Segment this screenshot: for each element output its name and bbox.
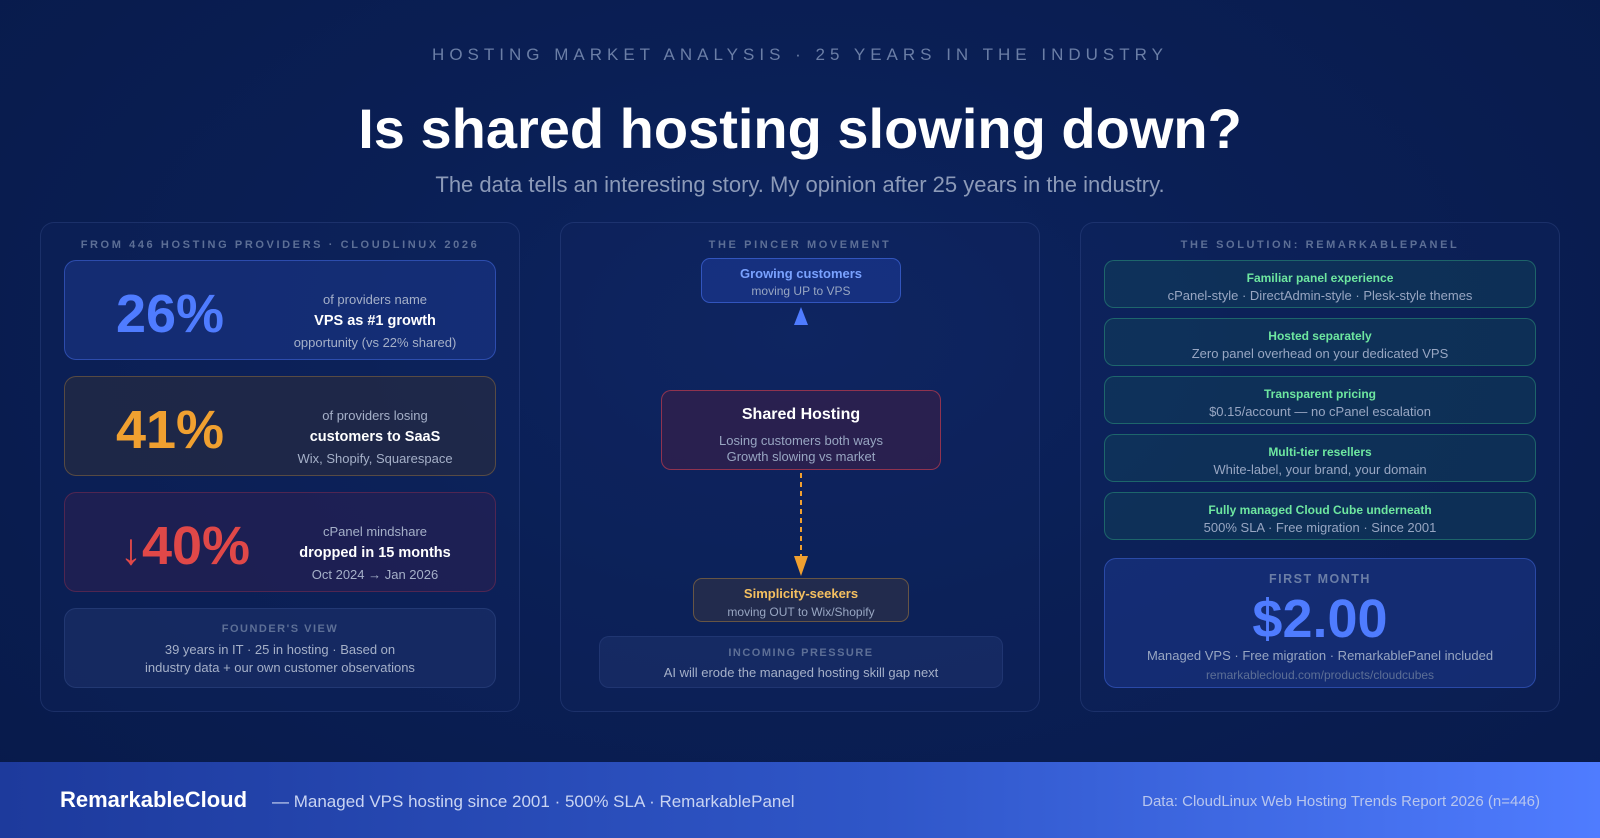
price-box: FIRST MONTH $2.00 Managed VPS · Free mig…	[1104, 558, 1536, 688]
incoming-pressure: INCOMING PRESSURE AI will erode the mana…	[599, 636, 1003, 688]
footer: RemarkableCloud — Managed VPS hosting si…	[0, 762, 1600, 838]
founder-text: 39 years in IT · 25 in hosting · Based o…	[145, 642, 415, 675]
solution-panel: THE SOLUTION: REMARKABLEPANEL Familiar p…	[1080, 222, 1560, 712]
product-link[interactable]: remarkablecloud.com/products/cloudcubes	[1205, 668, 1435, 682]
panel-label: THE PINCER MOVEMENT	[708, 239, 892, 251]
stats-panel: FROM 446 HOSTING PROVIDERS · CLOUDLINUX …	[40, 222, 520, 712]
page-subtitle: The data tells an interesting story. My …	[435, 172, 1165, 197]
stat-value: 26%	[115, 284, 225, 344]
feature-item: Transparent pricing$0.15/account — no cP…	[1104, 376, 1536, 424]
panel-label: FROM 446 HOSTING PROVIDERS · CLOUDLINUX …	[80, 239, 480, 251]
price-value: $2.00	[1252, 589, 1388, 649]
founder-label: FOUNDER'S VIEW	[221, 623, 339, 635]
stat-value: 41%	[115, 400, 225, 460]
price-label: FIRST MONTH	[1269, 572, 1371, 586]
panel-label: THE SOLUTION: REMARKABLEPANEL	[1180, 239, 1460, 251]
page-title: Is shared hosting slowing down?	[358, 97, 1242, 160]
pincer-arrows	[794, 307, 808, 576]
price-desc: Managed VPS · Free migration · Remarkabl…	[1146, 648, 1494, 663]
shared-hosting-node: Shared Hosting Losing customers both way…	[661, 390, 941, 470]
arrow-down-icon	[794, 556, 808, 576]
kicker: HOSTING MARKET ANALYSIS · 25 YEARS IN TH…	[432, 45, 1168, 64]
pincer-panel: THE PINCER MOVEMENT Growing customers mo…	[560, 222, 1040, 712]
arrow-down-icon: ↓	[119, 525, 142, 574]
arrow-up-icon	[794, 307, 808, 325]
simplicity-seekers-node: Simplicity-seekers moving OUT to Wix/Sho…	[693, 578, 909, 622]
founder-view: FOUNDER'S VIEW 39 years in IT · 25 in ho…	[64, 608, 496, 688]
footer-tagline: — Managed VPS hosting since 2001 · 500% …	[272, 792, 795, 811]
stat-value: ↓40%	[119, 516, 251, 576]
growing-customers-node: Growing customers moving UP to VPS	[701, 258, 901, 303]
data-source: Data: CloudLinux Web Hosting Trends Repo…	[1142, 793, 1540, 810]
brand-name: RemarkableCloud	[60, 787, 248, 812]
